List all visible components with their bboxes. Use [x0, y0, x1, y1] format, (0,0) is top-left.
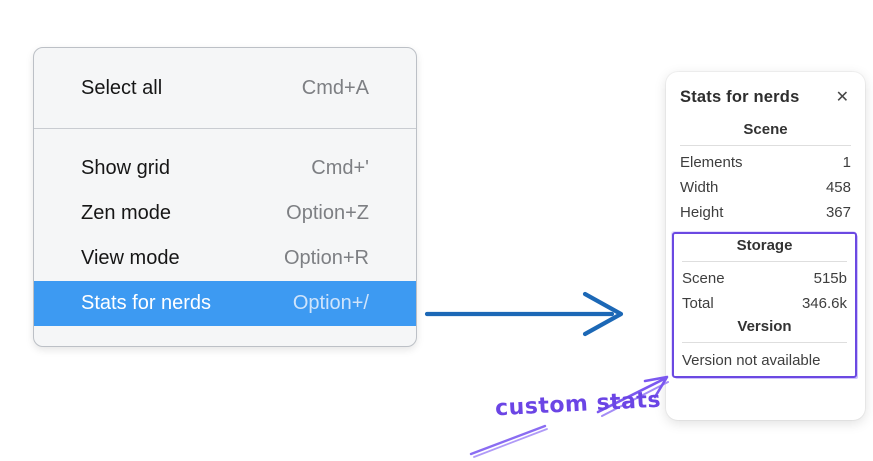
- menu-item-shortcut: Cmd+': [311, 157, 369, 179]
- annotation-line-icon: [469, 424, 548, 458]
- version-note: Version not available: [682, 352, 821, 369]
- divider: [682, 342, 847, 343]
- menu-item-show-grid[interactable]: Show grid Cmd+': [34, 146, 416, 191]
- menu-item-shortcut: Cmd+A: [301, 77, 369, 99]
- menu-item-zen-mode[interactable]: Zen mode Option+Z: [34, 191, 416, 236]
- stat-row-elements: Elements 1: [680, 150, 851, 175]
- menu-item-select-all[interactable]: Select all Cmd+A: [34, 66, 416, 111]
- stat-label: Height: [680, 204, 724, 221]
- section-title-scene: Scene: [743, 121, 788, 138]
- panel-title: Stats for nerds: [680, 87, 800, 106]
- menu-item-view-mode[interactable]: View mode Option+R: [34, 236, 416, 281]
- close-icon[interactable]: ✕: [835, 87, 849, 106]
- stats-for-nerds-panel: Stats for nerds ✕ Scene Elements 1 Width…: [666, 72, 865, 420]
- right-arrow-icon: [424, 291, 624, 337]
- stat-value: 346.6k: [801, 295, 847, 312]
- menu-item-label: Zen mode: [81, 202, 172, 224]
- stat-label: Scene: [682, 270, 725, 287]
- custom-stats-highlight-box: Storage Scene 515b Total 346.6k Version …: [672, 232, 857, 378]
- stat-label: Width: [680, 179, 719, 196]
- stat-row-scene-storage: Scene 515b: [682, 266, 847, 291]
- stat-value: 1: [842, 154, 851, 171]
- divider: [682, 261, 847, 262]
- menu-item-stats-for-nerds[interactable]: Stats for nerds Option+/: [34, 281, 416, 326]
- menu-item-label: Show grid: [81, 157, 170, 179]
- menu-item-shortcut: Option+/: [292, 292, 369, 314]
- stat-label: Total: [682, 295, 714, 312]
- section-title-storage: Storage: [736, 237, 793, 254]
- stat-value: 515b: [813, 270, 847, 287]
- section-title-version: Version: [737, 318, 792, 335]
- stat-row-total-storage: Total 346.6k: [682, 291, 847, 316]
- menu-item-label: View mode: [81, 247, 180, 269]
- menu-item-shortcut: Option+R: [283, 247, 369, 269]
- context-menu: Select all Cmd+A Show grid Cmd+' Zen mod…: [33, 47, 417, 347]
- menu-item-label: Stats for nerds: [81, 292, 212, 314]
- stat-value: 458: [825, 179, 851, 196]
- stat-row-width: Width 458: [680, 175, 851, 200]
- annotation-arrow-icon: [596, 375, 669, 417]
- divider: [680, 145, 851, 146]
- panel-header: Stats for nerds ✕: [680, 87, 851, 107]
- stat-value: 367: [825, 204, 851, 221]
- stat-row-height: Height 367: [680, 200, 851, 225]
- menu-separator: [34, 128, 416, 129]
- menu-item-shortcut: Option+Z: [286, 202, 369, 224]
- stat-label: Elements: [680, 154, 743, 171]
- menu-item-label: Select all: [81, 77, 163, 99]
